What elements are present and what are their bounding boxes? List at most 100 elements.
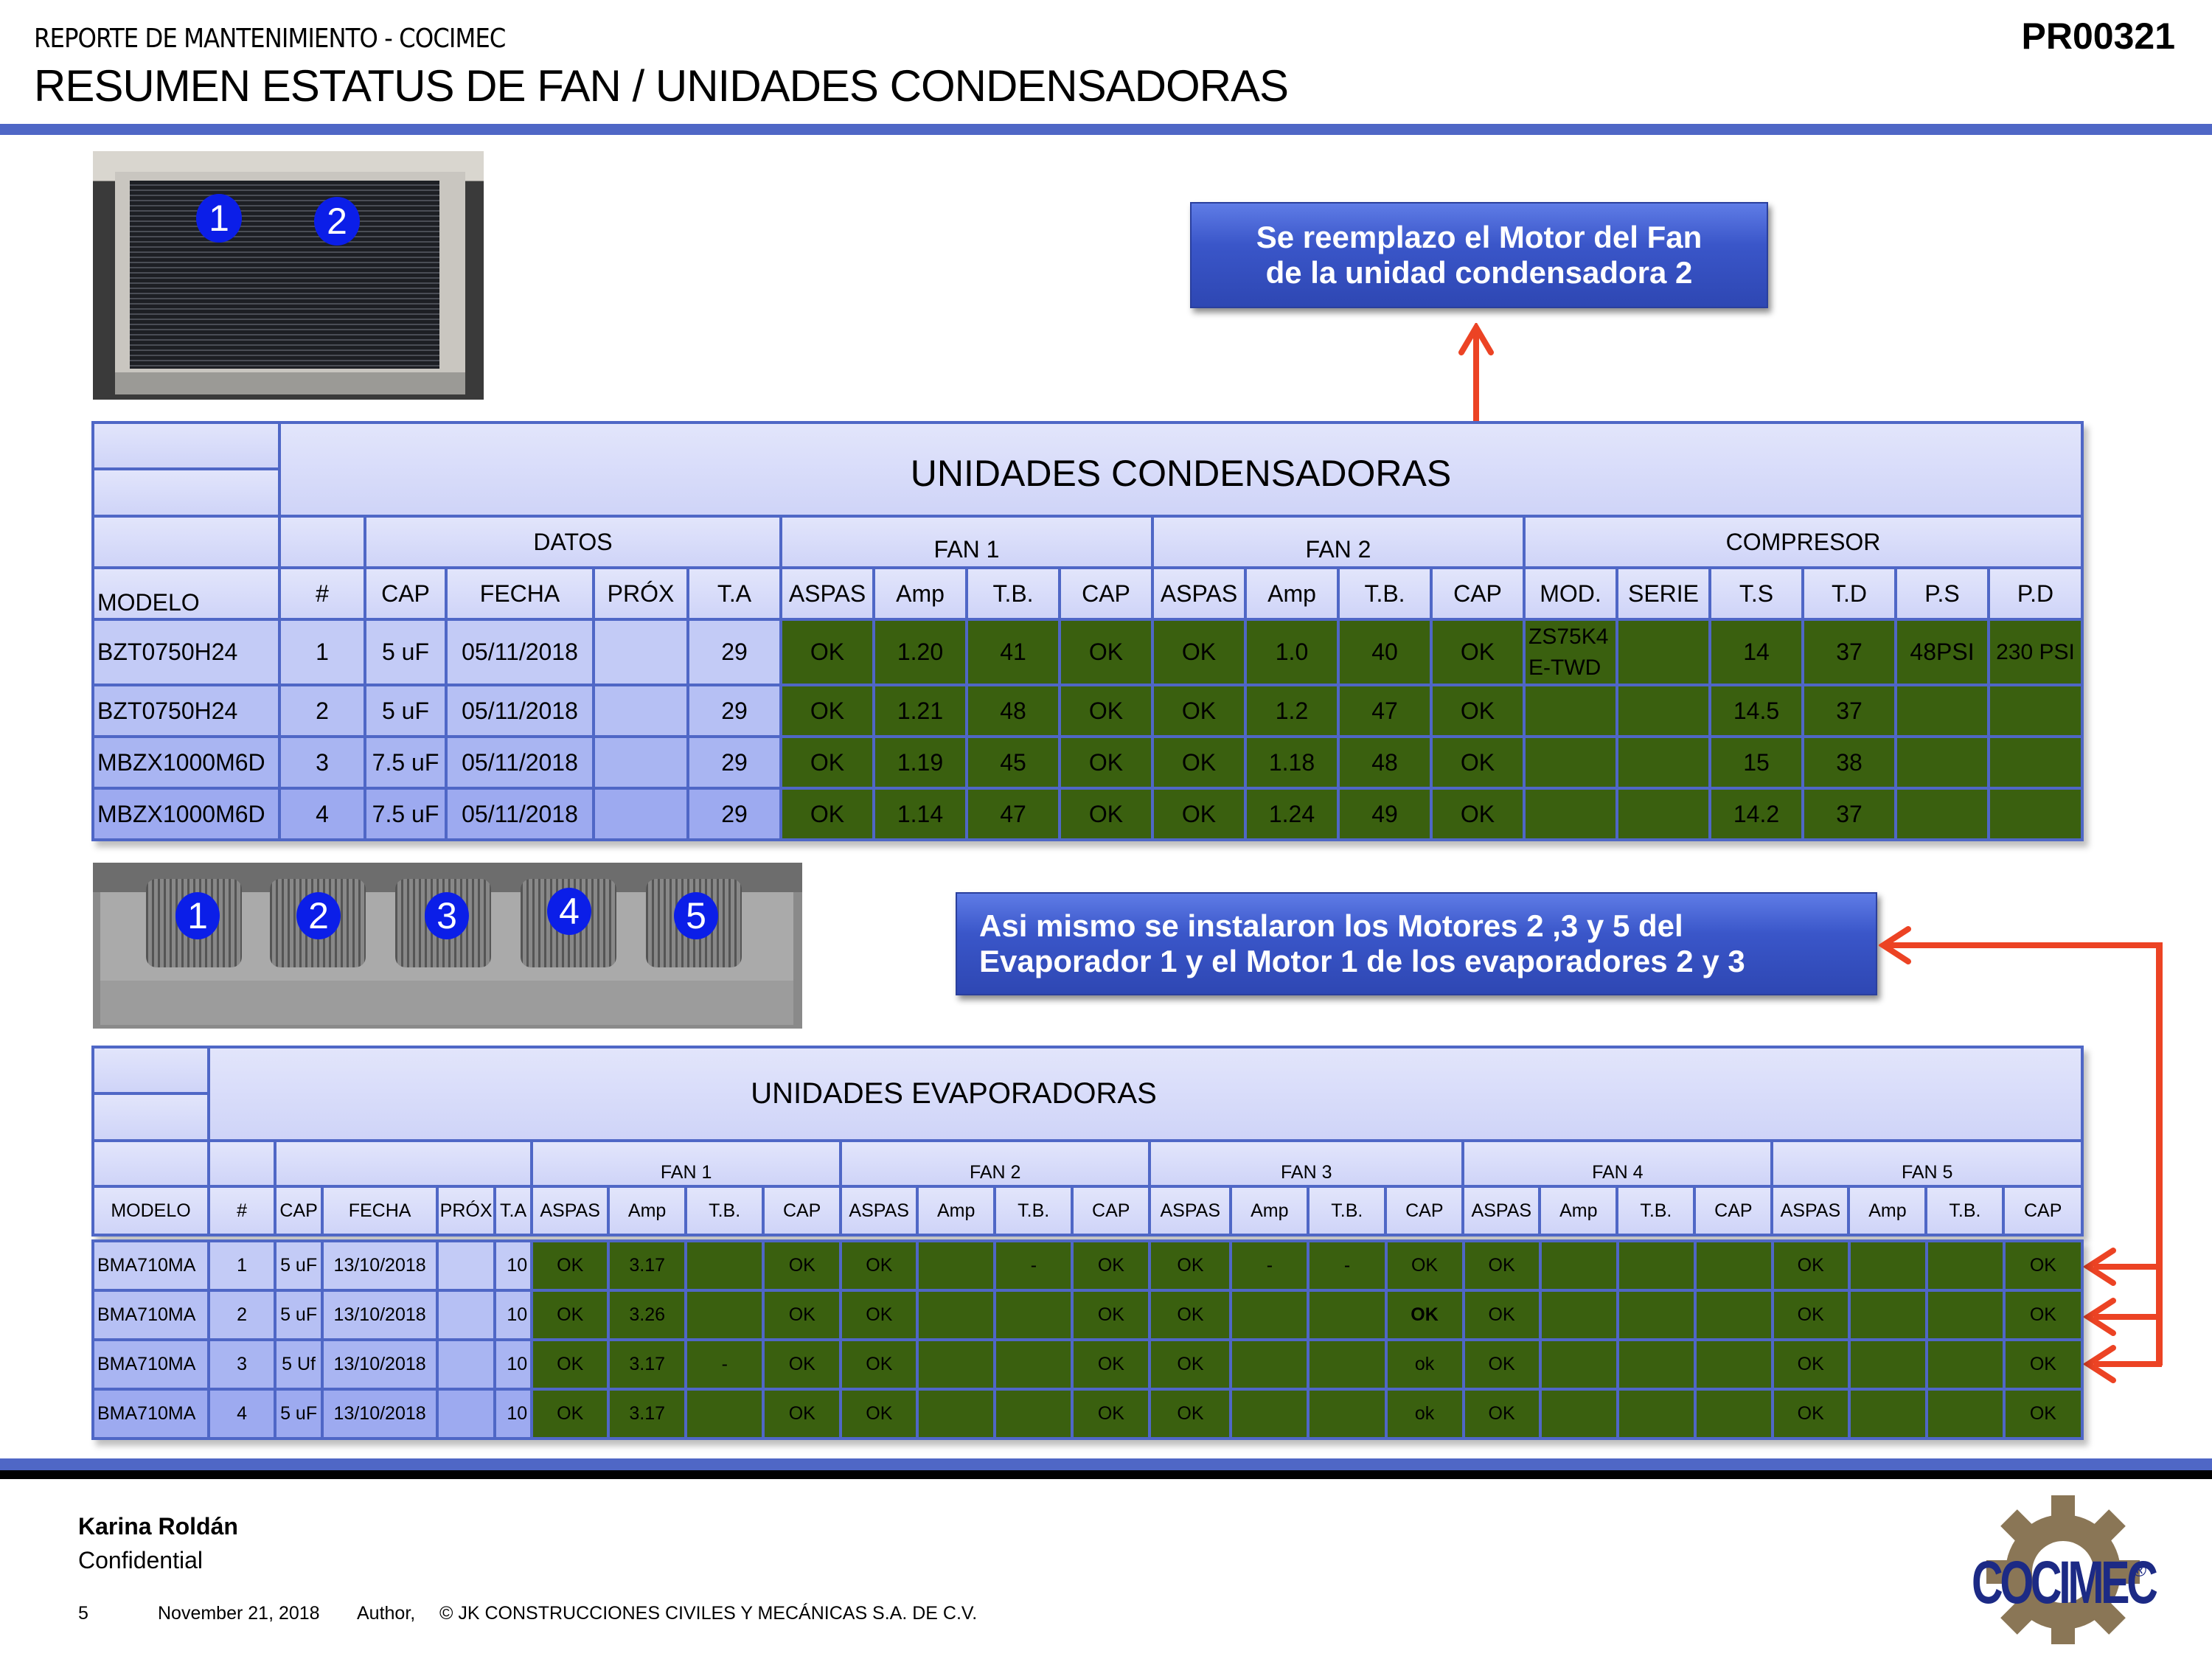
cell-fan3-amp: -: [1229, 1239, 1310, 1292]
col-fan2-tb: T.B.: [993, 1185, 1074, 1237]
callout-line-1: Se reemplazo el Motor del Fan: [1256, 220, 1703, 254]
cell-fan2-cap: OK: [1430, 787, 1526, 841]
column-header-row: MODELO # CAP FECHA PRÓX T.A ASPAS Amp T.…: [91, 566, 2084, 621]
cell-fan2-amp: 1.2: [1244, 684, 1340, 738]
col-fan2-tb: T.B.: [1337, 566, 1433, 621]
cell-fan5-tb: [1924, 1338, 2006, 1391]
cell-comp-td: 37: [1801, 618, 1897, 686]
bracket-branch-3: [2094, 1361, 2162, 1367]
cell-fan3-aspas: OK: [1148, 1338, 1233, 1391]
cell-fan2-amp: 1.24: [1244, 787, 1340, 841]
cell-fan1-tb: 48: [965, 684, 1061, 738]
cell-fan2-aspas: OK: [839, 1388, 919, 1440]
cell-fan5-aspas: OK: [1770, 1289, 1851, 1341]
cell-fan1-aspas: OK: [779, 618, 875, 686]
cell-fan4-aspas: OK: [1461, 1239, 1542, 1292]
cell-fan2-tb: [993, 1388, 1074, 1440]
cell-prox: [436, 1338, 497, 1391]
cell-num: 4: [278, 787, 366, 841]
cell-fan1-tb: [684, 1388, 765, 1440]
cell-fan4-tb: [1615, 1289, 1697, 1341]
cell-modelo: BMA710MA: [91, 1338, 211, 1391]
cell-fan1-amp: 3.17: [607, 1388, 688, 1440]
cell-fan2-aspas: OK: [1151, 787, 1247, 841]
cell-fan3-tb: [1307, 1388, 1388, 1440]
cell-comp-ps: [1894, 684, 1990, 738]
cell-fan5-cap: OK: [2002, 1338, 2084, 1391]
cell-fan1-amp: 3.26: [607, 1289, 688, 1341]
footer-classification: Confidential: [78, 1547, 203, 1573]
footer-date: November 21, 2018: [158, 1603, 320, 1624]
column-header-row: MODELO # CAP FECHA PRÓX T.A ASPAS Amp T.…: [91, 1185, 2084, 1237]
badge-evaporator-fan-3: 3: [425, 892, 469, 939]
cell-fan5-amp: [1847, 1239, 1928, 1292]
empty-header-cell: [207, 1139, 277, 1188]
col-num: #: [207, 1185, 277, 1237]
footer-copyright: © JK CONSTRUCCIONES CIVILES Y MECÁNICAS …: [439, 1603, 978, 1624]
cell-fan3-tb: -: [1307, 1239, 1388, 1292]
col-fan1-amp: Amp: [872, 566, 968, 621]
cell-prox: [592, 618, 689, 686]
cell-fan3-tb: [1307, 1338, 1388, 1391]
cell-comp-ps: [1894, 735, 1990, 790]
cell-prox: [436, 1239, 497, 1292]
col-modelo: MODELO: [91, 566, 281, 621]
table-row: MBZX1000M6D 3 7.5 uF 05/11/2018 29 OK 1.…: [91, 735, 2084, 790]
group-datos: DATOS: [364, 515, 782, 569]
col-fan1-amp: Amp: [607, 1185, 688, 1237]
cell-fan3-cap: ok: [1384, 1338, 1465, 1391]
cell-num: 4: [207, 1388, 277, 1440]
cell-comp-ts: 14.2: [1708, 787, 1804, 841]
group-compresor: COMPRESOR: [1522, 515, 2084, 569]
cell-num: 2: [207, 1289, 277, 1341]
cell-fecha: 13/10/2018: [321, 1289, 439, 1341]
col-fan2-aspas: ASPAS: [839, 1185, 919, 1237]
condenser-note-callout: Se reemplazo el Motor del Fan de la unid…: [1190, 202, 1768, 308]
cell-fan1-cap: OK: [1058, 787, 1154, 841]
col-ta: T.A: [493, 1185, 534, 1237]
cell-fan4-cap: [1693, 1338, 1774, 1391]
cell-cap: 5 Uf: [274, 1338, 324, 1391]
badge-evaporator-fan-1: 1: [175, 892, 220, 939]
cell-comp-serie: [1615, 618, 1711, 686]
callout-line-1: Asi mismo se instalaron los Motores 2 ,3…: [979, 908, 1683, 943]
group-fan1: FAN 1: [779, 515, 1154, 569]
cell-fan2-tb: [993, 1338, 1074, 1391]
cell-fan3-amp: [1229, 1388, 1310, 1440]
cell-fan3-cap: OK: [1384, 1239, 1465, 1292]
cell-fan2-amp: [916, 1289, 997, 1341]
cell-fan1-cap: OK: [762, 1289, 843, 1341]
evaporators-title-text: UNIDADES EVAPORADORAS: [751, 1077, 1157, 1110]
footer-author: Karina Roldán: [78, 1513, 238, 1540]
col-fan3-amp: Amp: [1229, 1185, 1310, 1237]
table-row: MBZX1000M6D 4 7.5 uF 05/11/2018 29 OK 1.…: [91, 787, 2084, 841]
col-cap: CAP: [364, 566, 448, 621]
col-fan4-tb: T.B.: [1615, 1185, 1697, 1237]
cell-fan1-aspas: OK: [779, 684, 875, 738]
cell-modelo: BZT0750H24: [91, 618, 281, 686]
cell-modelo: BMA710MA: [91, 1289, 211, 1341]
cell-fan2-cap: OK: [1071, 1289, 1152, 1341]
cell-comp-td: 37: [1801, 787, 1897, 841]
col-fan1-tb: T.B.: [684, 1185, 765, 1237]
empty-header-cell: [91, 515, 281, 569]
cell-fan5-aspas: OK: [1770, 1338, 1851, 1391]
cell-ta: 10: [493, 1239, 534, 1292]
cell-cap: 5 uF: [274, 1289, 324, 1341]
cell-fan2-amp: [916, 1388, 997, 1440]
cell-fan5-tb: [1924, 1289, 2006, 1341]
logo-wordmark: COCIMEC: [1972, 1549, 2158, 1616]
cell-fan2-cap: OK: [1430, 618, 1526, 686]
group-fan5: FAN 5: [1770, 1139, 2084, 1188]
cell-fan2-amp: [916, 1239, 997, 1292]
group-fan1: FAN 1: [530, 1139, 843, 1188]
col-comp-serie: SERIE: [1615, 566, 1711, 621]
group-fan2: FAN 2: [839, 1139, 1152, 1188]
cell-fan1-cap: OK: [1058, 618, 1154, 686]
cell-fan5-aspas: OK: [1770, 1388, 1851, 1440]
cell-comp-serie: [1615, 787, 1711, 841]
cell-fan1-tb: [684, 1289, 765, 1341]
cell-fan1-cap: OK: [1058, 684, 1154, 738]
